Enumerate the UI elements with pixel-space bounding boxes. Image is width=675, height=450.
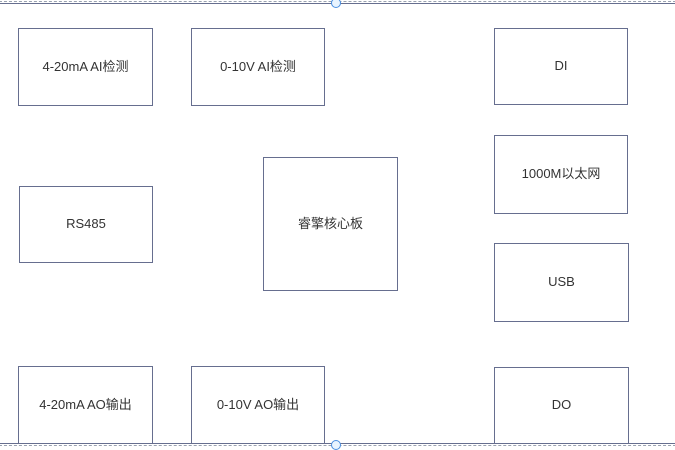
diagram-node-ao-0-10v[interactable]: 0-10V AO输出 [191, 366, 325, 444]
node-label: USB [548, 274, 575, 290]
node-label: 1000M以太网 [521, 166, 601, 182]
node-label: 0-10V AI检测 [220, 58, 296, 74]
diagram-node-ai-0-10v[interactable]: 0-10V AI检测 [191, 28, 325, 106]
diagram-node-do[interactable]: DO [494, 367, 629, 444]
diagram-node-ao-4-20ma[interactable]: 4-20mA AO输出 [18, 366, 153, 444]
node-label: DI [554, 58, 568, 74]
diagram-node-core[interactable]: 睿擎核心板 [263, 157, 398, 291]
node-label: 4-20mA AO输出 [39, 396, 132, 412]
resize-handle-bottom[interactable] [331, 440, 341, 450]
node-label: 4-20mA AI检测 [42, 58, 129, 74]
diagram-node-ai-4-20ma[interactable]: 4-20mA AI检测 [18, 28, 153, 106]
diagram-node-di[interactable]: DI [494, 28, 628, 105]
diagram-node-eth-1000m[interactable]: 1000M以太网 [494, 135, 628, 214]
diagram-node-rs485[interactable]: RS485 [19, 186, 153, 263]
node-label: 0-10V AO输出 [216, 396, 300, 412]
resize-handle-top[interactable] [331, 0, 341, 8]
diagram-node-usb[interactable]: USB [494, 243, 629, 322]
node-label: RS485 [66, 216, 106, 232]
node-label: DO [551, 397, 572, 413]
node-label: 睿擎核心板 [297, 215, 363, 231]
